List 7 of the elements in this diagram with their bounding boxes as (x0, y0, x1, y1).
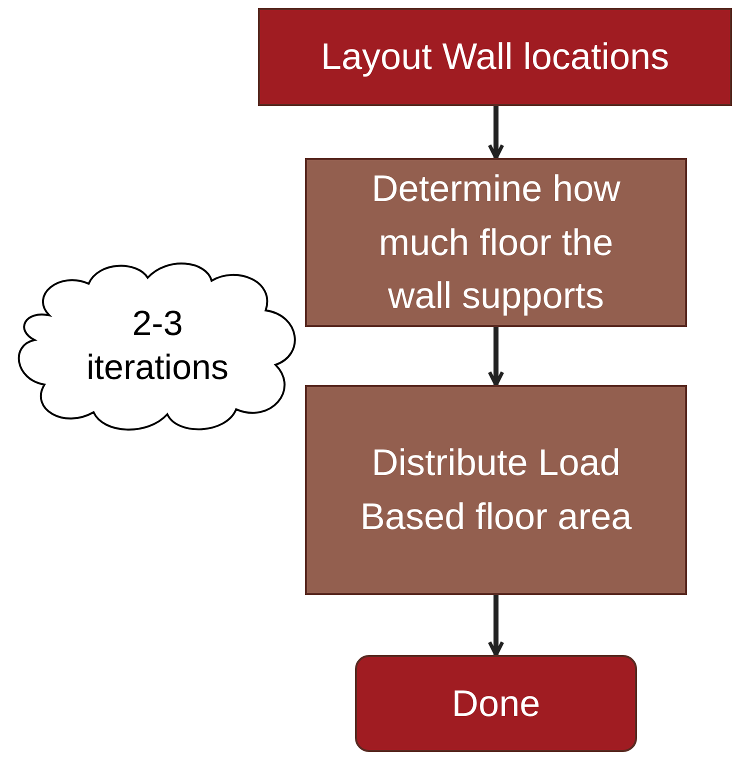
terminal-box: Done (355, 655, 637, 752)
process-box: Determine how much floor the wall supports (305, 158, 687, 327)
arrow (488, 327, 504, 387)
arrow (488, 106, 504, 160)
process-box: Distribute Load Based floor area (305, 385, 687, 595)
process-box: Layout Wall locations (258, 8, 732, 106)
arrow (488, 595, 504, 657)
